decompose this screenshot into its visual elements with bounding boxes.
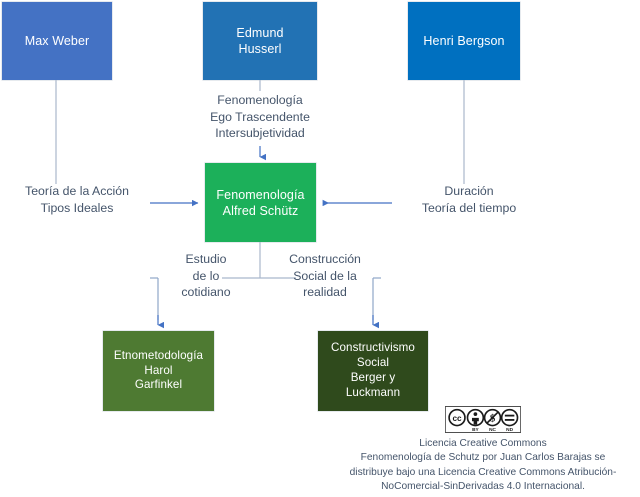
node-label-line: Edmund [236, 26, 284, 40]
node-label-line: Fenomenología [216, 187, 305, 202]
node-label-line: Henri Bergson [423, 34, 505, 48]
svg-text:ND: ND [506, 427, 513, 433]
node-etnometodologia-harol-garfinkel[interactable]: Etnometodología Harol Garfinkel [103, 331, 214, 411]
node-label-line: Alfred Schütz [222, 203, 299, 218]
license-text-line: Fenomenología de Schutz por Juan Carlos … [360, 452, 606, 464]
node-label-line: Husserl [238, 42, 282, 56]
edge-label-line: Tipos Ideales [40, 200, 114, 215]
edge-label-line: realidad [303, 285, 347, 300]
node-label-line: Garfinkel [134, 378, 183, 392]
edge-label-line: Teoría del tiempo [421, 200, 517, 215]
node-label-line: Berger y [350, 371, 396, 384]
edge-label-line: Duración [444, 184, 494, 198]
edge-label-bergson-to-schutz: Duración Teoría del tiempo [403, 183, 535, 216]
edge-label-line: Ego Trascendente [210, 109, 310, 124]
connector-schutz-to-constructivismo [260, 277, 381, 329]
edge-label-line: Intersubjetividad [215, 126, 305, 141]
svg-text:cc: cc [452, 414, 462, 423]
node-constructivismo-social-berger-luckmann[interactable]: Constructivismo Social Berger y Luckmann [318, 331, 428, 411]
node-label-line: Etnometodología [113, 348, 204, 362]
node-edmund-husserl[interactable]: Edmund Husserl [203, 2, 317, 80]
edge-label-line: cotidiano [181, 285, 231, 300]
edge-label-weber-to-schutz: Teoría de la Acción Tipos Ideales [4, 183, 150, 216]
node-label-line: Constructivismo [331, 341, 415, 355]
node-fenomenologia-alfred-schutz[interactable]: Fenomenología Alfred Schütz [205, 163, 316, 242]
node-label-line: Harol [144, 363, 173, 377]
creative-commons-license-block: cc $ BY NC ND Licencia Creative Commons … [330, 406, 636, 495]
edge-label-line: Construcción [289, 252, 361, 266]
cc-by-nc-nd-badge-icon[interactable]: cc $ BY NC ND [445, 406, 521, 433]
connector-weber-to-schutz [55, 80, 199, 207]
connector-schutz-to-etnometodologia [150, 242, 261, 329]
svg-text:BY: BY [472, 427, 479, 433]
edge-label-schutz-to-etnometodologia: Estudio de lo cotidiano [158, 251, 254, 301]
edge-label-line: Social de la [293, 268, 357, 283]
svg-text:NC: NC [489, 427, 496, 433]
edge-label-line: Teoría de la Acción [25, 184, 129, 198]
node-henri-bergson[interactable]: Henri Bergson [408, 2, 520, 80]
edge-label-husserl-to-schutz: Fenomenología Ego Trascendente Intersubj… [197, 92, 323, 142]
node-max-weber[interactable]: Max Weber [2, 2, 112, 80]
edge-label-line: de lo [192, 268, 220, 283]
node-label-line: Max Weber [24, 34, 90, 48]
license-text: Licencia Creative Commons Fenomenología … [330, 437, 636, 495]
node-label-line: Social [356, 356, 390, 370]
license-text-line: distribuye bajo una Licencia Creative Co… [349, 466, 617, 478]
connector-bergson-to-schutz [322, 80, 465, 207]
edge-label-line: Fenomenología [217, 93, 303, 107]
license-text-line: NoComercial-SinDerivadas 4.0 Internacion… [381, 481, 585, 493]
license-text-line: Licencia Creative Commons [419, 438, 547, 449]
node-label-line: Luckmann [345, 385, 401, 399]
edge-label-line: Estudio [185, 252, 227, 266]
edge-label-schutz-to-constructivismo: Construcción Social de la realidad [272, 251, 378, 301]
